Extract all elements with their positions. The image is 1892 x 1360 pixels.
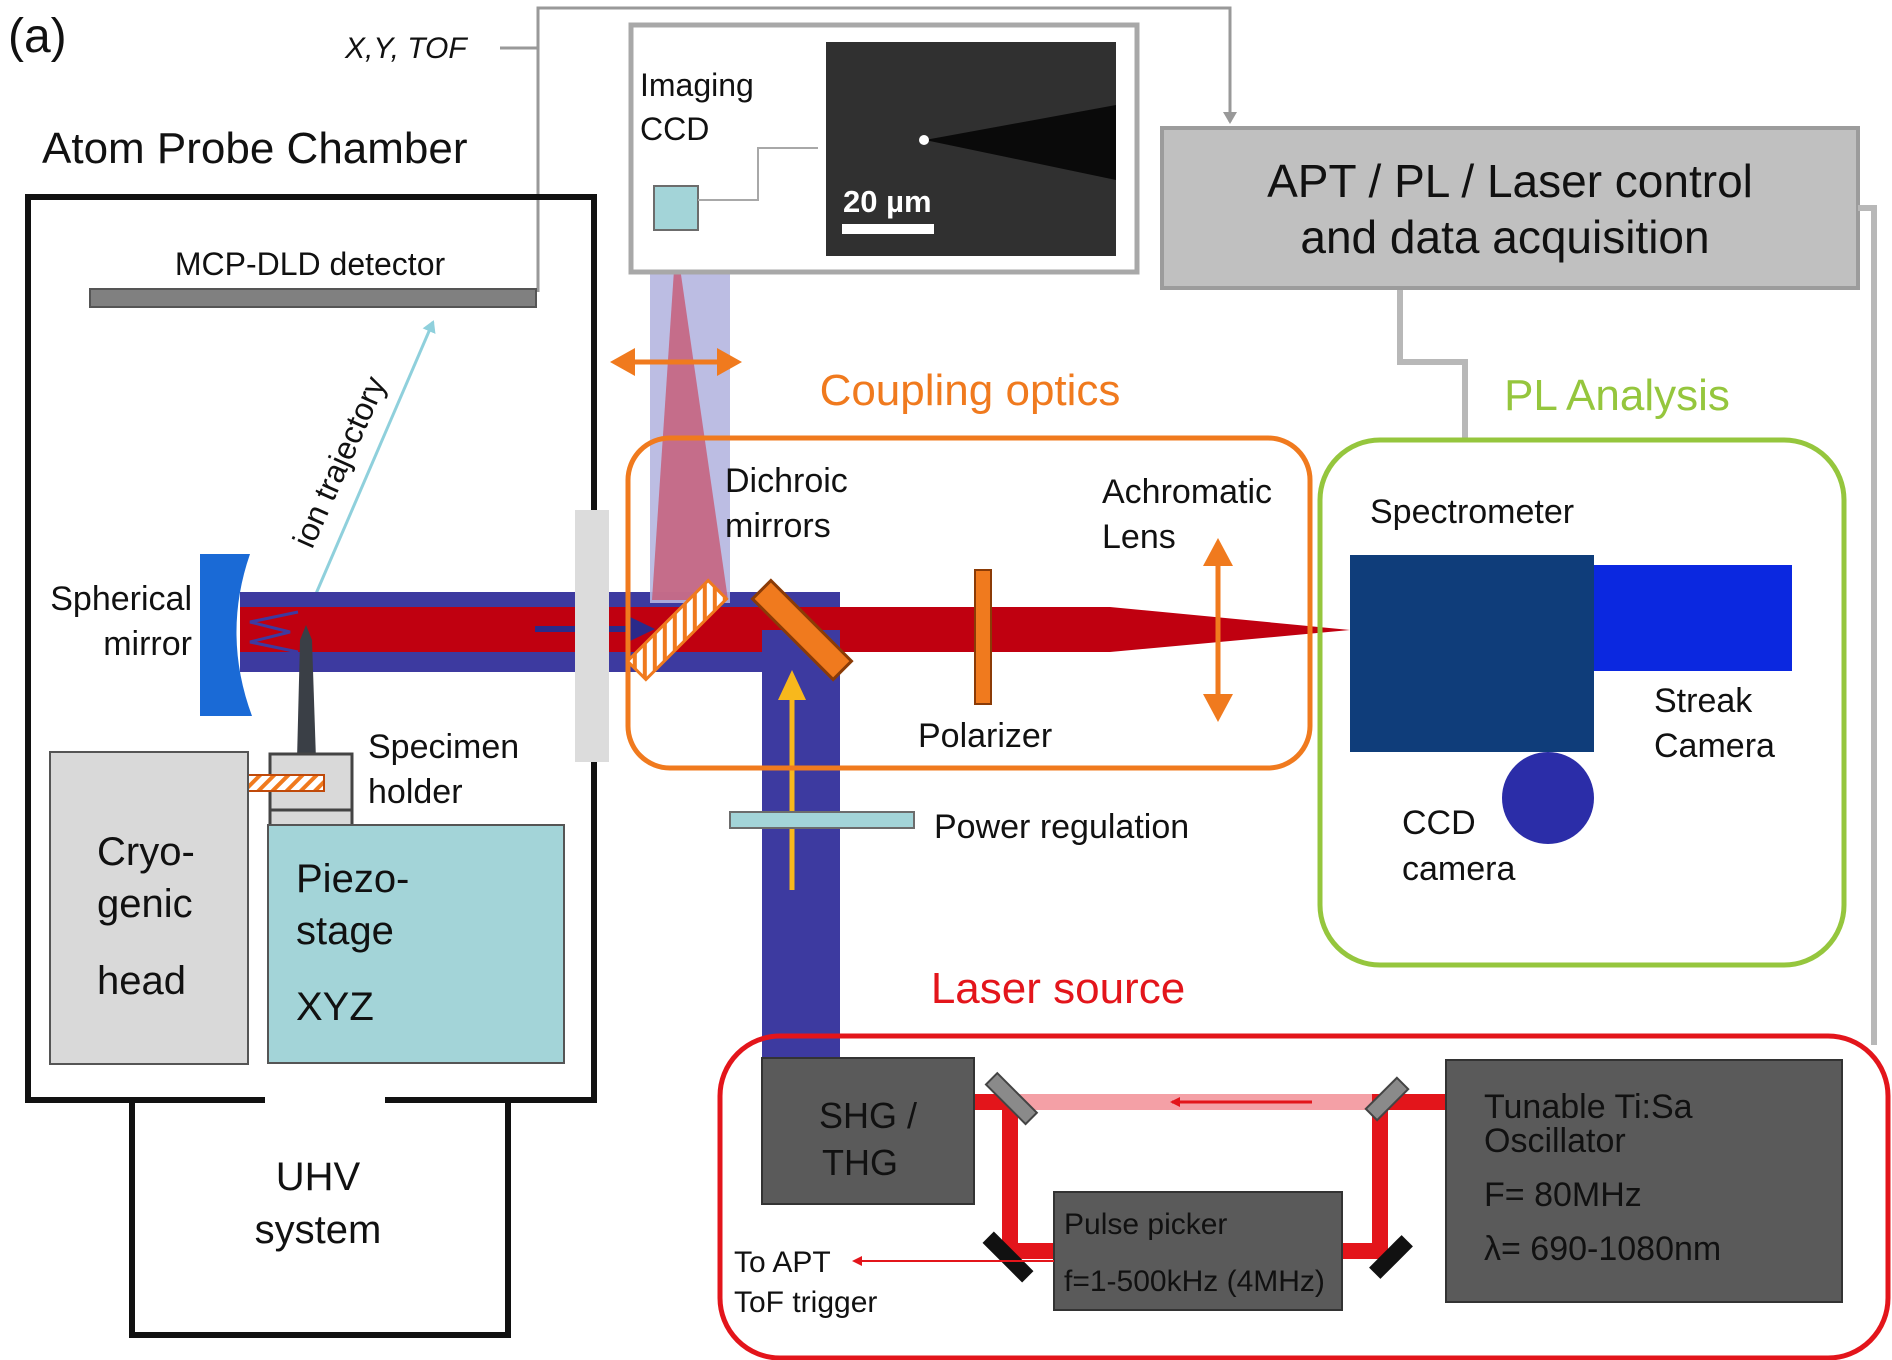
oscillator-label-3: F= 80MHz [1484,1176,1642,1214]
ccd-camera [1502,752,1594,844]
cryo-label-2: genic [97,882,193,926]
imaging-red-cone [652,240,728,600]
ccd-label-1: CCD [1402,804,1476,842]
specimen-holder-label-2: holder [368,773,463,811]
viewport-window [575,510,609,762]
oscillator-label-4: λ= 690-1080nm [1484,1230,1721,1268]
laser-path-left-vertical [1002,1094,1018,1257]
dichroic-mirror-hatched [625,578,729,682]
spherical-mirror-label-1: Spherical [50,580,192,618]
dichroic-label-1: Dichroic [725,462,848,500]
polarizer [974,569,992,705]
mcp-dld-detector [89,288,537,308]
laser-mirror-bottom-left [982,1231,1034,1283]
spherical-mirror [200,554,252,716]
chamber-outline [25,194,597,1103]
spherical-mirror-label-2: mirror [103,625,192,663]
ion-trajectory-arrow [310,320,436,604]
ion-trajectory-label: ion trajectory [286,371,393,553]
panel-label: (a) [8,10,67,63]
pl-analysis-box [1317,437,1847,968]
laser-path-bottom-right [1336,1243,1388,1259]
uhv-label-1: UHV [276,1155,361,1199]
spectrometer-label: Spectrometer [1370,493,1574,531]
imaging-lens-arrow-right [717,348,742,376]
mirror-reflection [249,610,299,654]
cryo-label-3: head [97,959,186,1003]
achromatic-label-2: Lens [1102,518,1176,556]
power-regulation-plate [729,811,915,829]
piezo-label-3: XYZ [296,985,374,1029]
trigger-label-2: ToF trigger [734,1286,877,1319]
pulse-picker-box [1053,1191,1343,1311]
streak-camera [1594,565,1792,671]
control-to-pl-line [1397,290,1468,438]
tip-apex-spot [919,135,929,145]
control-label-2: and data acquisition [1300,211,1709,263]
cryo-label-1: Cryo- [97,830,195,874]
pump-beam-vertical [762,630,840,1060]
trigger-label-1: To APT [734,1246,831,1279]
spectrometer [1350,555,1594,752]
specimen-holder-label-1: Specimen [368,728,519,766]
piezo-label-2: stage [296,909,394,953]
cryogenic-head [49,751,249,1065]
specimen-tip [297,625,316,760]
uhv-label-2: system [255,1208,382,1252]
scale-bar-label: 20 µm [843,184,932,219]
coupling-title: Coupling optics [820,366,1121,415]
imaging-label-2: CCD [640,111,709,147]
laser-source-box [717,1033,1891,1360]
coupling-optics-box [625,435,1313,771]
polarizer-label: Polarizer [918,717,1052,755]
control-box [1160,126,1860,290]
streak-label-2: Camera [1654,727,1775,765]
ccd-label-2: camera [1402,850,1515,888]
piezo-label-1: Piezo- [296,857,409,901]
control-to-laser-line [1858,205,1877,1045]
imaging-ccd [653,185,699,231]
laser-mirror-top-right [1364,1076,1410,1122]
achromatic-label-1: Achromatic [1102,473,1272,511]
beam-direction-arrowhead [630,617,655,641]
imaging-lens-arrow-left [610,348,635,376]
shg-thg-box [761,1057,975,1205]
imaging-connector [698,147,818,201]
streak-label-1: Streak [1654,682,1753,720]
laser-mirror-bottom-right [1369,1235,1413,1279]
detector-label: MCP-DLD detector [175,246,446,282]
oscillator-label-1: Tunable Ti:Sa [1484,1088,1693,1126]
achromatic-lens-arrow-bottom [1203,694,1233,722]
laser-mirror-top-left [984,1071,1039,1126]
dichroic-mirror-solid [750,578,854,682]
uhv-outline [129,1100,511,1338]
signal-label: X,Y, TOF [344,32,468,65]
pump-up-arrowhead [778,670,806,700]
oscillator-box [1445,1059,1843,1303]
dichroic-label-2: mirrors [725,507,831,545]
chamber-title: Atom Probe Chamber [42,124,468,173]
tip-silhouette [925,105,1116,180]
imaging-label-1: Imaging [640,67,754,103]
control-label-1: APT / PL / Laser control [1267,155,1753,207]
signal-line [500,6,1237,124]
achromatic-lens-arrow-top [1203,538,1233,566]
scale-bar [842,224,934,234]
shg-label-2: THG [822,1142,898,1183]
pl-analysis-title: PL Analysis [1504,371,1730,420]
oscillator-label-2: Oscillator [1484,1122,1626,1160]
piezo-stage [267,824,565,1064]
laser-path-right-vertical [1372,1094,1388,1257]
laser-source-title: Laser source [931,964,1185,1013]
pulse-picker-label-2: f=1-500kHz (4MHz) [1064,1265,1325,1298]
power-regulation-label: Power regulation [934,808,1189,846]
pulse-picker-label-1: Pulse picker [1064,1208,1227,1241]
shg-label-1: SHG / [819,1095,917,1136]
